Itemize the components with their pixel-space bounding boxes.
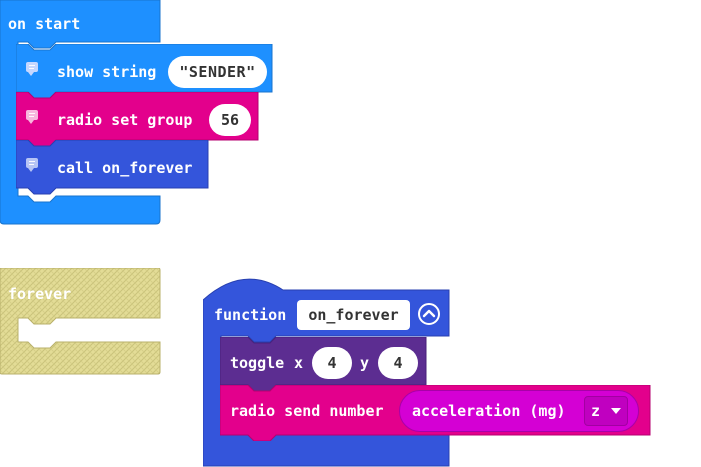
acceleration-label: acceleration (mg) [412,402,566,420]
axis-dropdown[interactable]: z [584,396,628,426]
comment-icon[interactable] [26,158,38,172]
caret-down-icon [611,408,621,414]
call-function-label: call on_forever [57,159,193,177]
toggle-x-label: x [294,354,304,372]
toggle-label: toggle [230,354,285,372]
show-string-text-input[interactable]: "SENDER" [168,56,267,88]
radio-send-number-label: radio send number [230,402,384,420]
show-string-label: show string [57,63,157,81]
chevron-up-icon[interactable] [418,303,440,325]
axis-value: z [591,402,601,420]
toggle-y-input[interactable]: 4 [378,347,418,379]
toggle-x-input[interactable]: 4 [312,347,352,379]
forever-label: forever [8,285,72,303]
comment-icon[interactable] [26,62,38,76]
comment-icon[interactable] [26,110,38,124]
function-keyword: function [214,306,287,324]
on-start-label: on start [8,15,81,33]
function-name-field[interactable]: on_forever [297,300,410,330]
radio-set-group-label: radio set group [57,111,193,129]
toggle-y-label: y [360,354,370,372]
radio-group-number-input[interactable]: 56 [209,104,251,136]
